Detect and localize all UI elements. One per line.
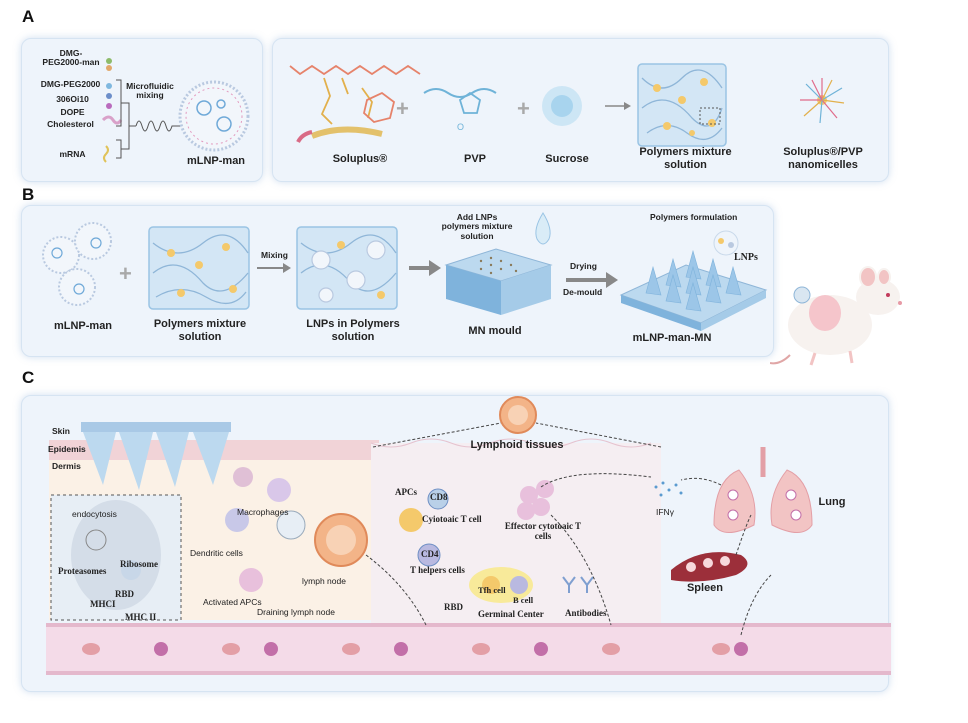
- macrophages-label: Macrophages: [237, 507, 289, 517]
- polymers-mixture-label-a: Polymers mixture solution: [639, 146, 732, 171]
- demould-label: De-mould: [563, 287, 603, 297]
- panel-b-letter: B: [22, 185, 35, 204]
- mhc1-label: MHCI: [90, 599, 116, 609]
- lnps-label: LNPs: [734, 252, 758, 263]
- apcs-label: APCs: [395, 487, 417, 497]
- cyto-t-label: Cyiotoaic T cell: [422, 514, 482, 524]
- svg-text:+: +: [517, 96, 530, 121]
- mlnp-man-label-a: mLNP-man: [186, 155, 246, 167]
- antibodies-label: Antibodies: [565, 608, 607, 618]
- mlnp-man-label-b: mLNP-man: [53, 320, 113, 332]
- mlnp-man-mn-label: mLNP-man-MN: [632, 332, 712, 344]
- dermis-label: Dermis: [52, 461, 81, 471]
- mn-mould-label: MN mould: [468, 325, 522, 337]
- ribosome-label: Ribosome: [120, 559, 158, 569]
- svg-text:+: +: [396, 96, 409, 121]
- panel-a-right-graphics: + O +: [289, 63, 845, 147]
- panel-a-left-graphics: [101, 58, 250, 163]
- endocytosis-label: endocytosis: [72, 509, 117, 519]
- lung-label: Lung: [818, 496, 846, 508]
- mouse-illustration: [770, 266, 902, 366]
- cd8-label: CD8: [430, 492, 448, 502]
- add-lnps-label: Add LNPs polymers mixture solution: [441, 212, 513, 241]
- panel-b-graphics: +: [42, 212, 768, 331]
- mixing-label: Mixing: [261, 250, 288, 260]
- polymers-formulation-label: Polymers formulation: [650, 212, 738, 222]
- spleen-label: Spleen: [686, 582, 724, 594]
- panel-c-skin-graphics: [46, 396, 891, 675]
- lymphoid-label: Lymphoid tissues: [470, 439, 564, 451]
- component-dmg-peg2000-man: DMG-PEG2000-man: [42, 48, 100, 68]
- ifny-label: IFNγ: [656, 507, 674, 517]
- polymers-mixture-label-b: Polymers mixture solution: [153, 318, 247, 343]
- panel-a-letter: A: [22, 7, 35, 26]
- svg-text:+: +: [119, 261, 132, 286]
- bcell-label: B cell: [513, 595, 534, 605]
- component-dope: DOPE: [60, 107, 85, 117]
- panel-c-letter: C: [22, 368, 35, 387]
- component-mrna: mRNA: [59, 149, 86, 159]
- t-helpers-label: T helpers cells: [410, 565, 465, 575]
- dendritic-label: Dendritic cells: [190, 548, 243, 558]
- component-cholesterol: Cholesterol: [47, 119, 94, 129]
- svg-text:O: O: [457, 122, 464, 132]
- epidemis-label: Epidemis: [48, 444, 86, 454]
- draining-label: Draining lymph node: [257, 607, 335, 617]
- rbd-label-2: RBD: [444, 602, 464, 612]
- mhc2-label: MHC II: [125, 612, 157, 622]
- nanomicelles-label: Soluplus®/PVP nanomicelles: [783, 146, 863, 171]
- pvp-label: PVP: [463, 153, 486, 165]
- lymph-node-label: lymph node: [302, 576, 346, 586]
- microfluidic-label: Microfluidic mixing: [126, 81, 174, 101]
- cd4-label: CD4: [421, 549, 439, 559]
- component-dmg-peg2000: DMG-PEG2000: [40, 79, 101, 89]
- effector-label: Effector cytotoaic T cells: [504, 521, 582, 541]
- soluplus-label: Soluplus®: [332, 153, 388, 165]
- lnps-in-polymers-label: LNPs in Polymers solution: [306, 318, 400, 343]
- component-306oi10: 306Oi10: [56, 94, 89, 104]
- proteasomes-label: Proteasomes: [58, 566, 107, 576]
- drying-label: Drying: [570, 261, 597, 271]
- skin-label: Skin: [52, 426, 70, 436]
- rbd-label-1: RBD: [115, 589, 135, 599]
- sucrose-label: Sucrose: [545, 153, 589, 165]
- tfh-label: Tfh cell: [478, 585, 506, 595]
- germinal-label: Germinal Center: [478, 609, 544, 619]
- activated-apcs-label: Activated APCs: [203, 597, 262, 607]
